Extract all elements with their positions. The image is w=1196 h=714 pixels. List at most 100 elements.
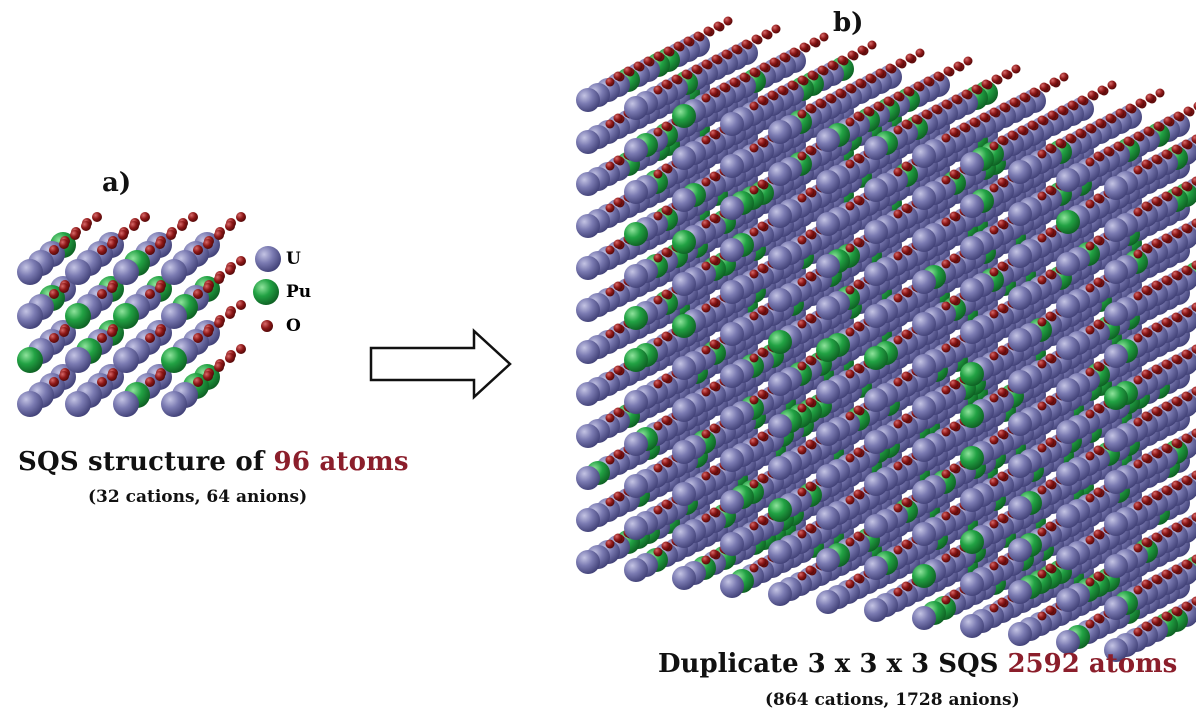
oxygen-atom (236, 256, 246, 266)
oxygen-atom (1191, 428, 1196, 438)
oxygen-atom (709, 87, 719, 97)
oxygen-atom (729, 77, 739, 87)
oxygen-atom (799, 42, 809, 52)
oxygen-atom (681, 69, 691, 79)
oxygen-atom (1171, 228, 1181, 238)
oxygen-atom (613, 197, 623, 207)
oxygen-atom (214, 230, 224, 240)
oxygen-atom (1161, 191, 1171, 201)
uranium-atom (113, 391, 139, 417)
oxygen-atom (1161, 233, 1171, 243)
oxygen-atom (749, 67, 759, 77)
oxygen-atom (1181, 601, 1191, 611)
oxygen-atom (691, 64, 701, 74)
oxygen-atom (1151, 238, 1161, 248)
uranium-atom (161, 303, 187, 329)
oxygen-atom (236, 300, 246, 310)
oxygen-atom (979, 112, 989, 122)
oxygen-atom (1171, 606, 1181, 616)
oxygen-atom (941, 99, 951, 109)
oxygen-atom (661, 289, 671, 299)
oxygen-atom (49, 333, 59, 343)
oxygen-atom (933, 71, 943, 81)
oxygen-atom (1193, 101, 1196, 111)
oxygen-atom (663, 46, 673, 56)
oxygen-atom (613, 491, 623, 501)
oxygen-atom (1161, 359, 1171, 369)
oxygen-atom (951, 94, 961, 104)
oxygen-atom (885, 63, 895, 73)
oxygen-atom (893, 91, 903, 101)
oxygen-atom (188, 212, 198, 222)
oxygen-atom (709, 381, 719, 391)
oxygen-atom (214, 274, 224, 284)
oxygen-atom (1097, 85, 1107, 95)
oxygen-atom (1171, 522, 1181, 532)
oxygen-atom (145, 333, 155, 343)
uranium-atom (65, 391, 91, 417)
oxygen-atom (837, 55, 847, 65)
oxygen-atom (155, 371, 165, 381)
oxygen-atom (757, 473, 767, 483)
oxygen-atom (59, 239, 69, 249)
oxygen-atom (1133, 131, 1143, 141)
oxygen-atom (193, 377, 203, 387)
oxygen-atom (905, 53, 915, 63)
uranium-atom (17, 259, 43, 285)
oxygen-atom (1171, 396, 1181, 406)
oxygen-atom (203, 239, 213, 249)
oxygen-atom (835, 88, 845, 98)
oxygen-atom (971, 84, 981, 94)
oxygen-atom (865, 73, 875, 83)
oxygen-atom (1171, 438, 1181, 448)
oxygen-atom (225, 309, 235, 319)
oxygen-atom (1181, 223, 1191, 233)
oxygen-atom (1153, 121, 1163, 131)
oxygen-atom (1161, 275, 1171, 285)
oxygen-atom (1151, 196, 1161, 206)
oxygen-atom (1125, 103, 1135, 113)
oxygen-atom (1151, 406, 1161, 416)
oxygen-atom (703, 26, 713, 36)
oxygen-atom (193, 289, 203, 299)
oxygen-atom (751, 34, 761, 44)
oxygen-atom (1191, 218, 1196, 228)
oxygen-atom (961, 89, 971, 99)
oxygen-atom (661, 457, 671, 467)
oxygen-atom (661, 373, 671, 383)
oxygen-atom (661, 79, 671, 89)
oxygen-atom (653, 51, 663, 61)
oxygen-atom (1171, 144, 1181, 154)
oxygen-atom (97, 377, 107, 387)
oxygen-atom (825, 93, 835, 103)
oxygen-atom (779, 52, 789, 62)
oxygen-atom (701, 59, 711, 69)
oxygen-atom (805, 103, 815, 113)
oxygen-atom (1181, 517, 1191, 527)
oxygen-atom (1191, 554, 1196, 564)
oxygen-atom (805, 145, 815, 155)
oxygen-atom (815, 98, 825, 108)
oxygen-atom (1191, 596, 1196, 606)
uranium-atom (65, 347, 91, 373)
oxygen-atom (721, 49, 731, 59)
oxygen-atom (805, 187, 815, 197)
oxygen-atom (895, 58, 905, 68)
oxygen-atom (741, 39, 751, 49)
oxygen-atom (757, 137, 767, 147)
oxygen-atom (999, 102, 1009, 112)
oxygen-atom (1191, 386, 1196, 396)
oxygen-atom (203, 371, 213, 381)
oxygen-atom (225, 265, 235, 275)
oxygen-atom (817, 65, 827, 75)
oxygen-atom (1105, 113, 1115, 123)
oxygen-atom (1151, 322, 1161, 332)
oxygen-atom (1151, 448, 1161, 458)
oxygen-atom (613, 323, 623, 333)
oxygen-atom (1191, 260, 1196, 270)
oxygen-atom (1161, 527, 1171, 537)
oxygen-atom (683, 36, 693, 46)
oxygen-atom (1151, 574, 1161, 584)
